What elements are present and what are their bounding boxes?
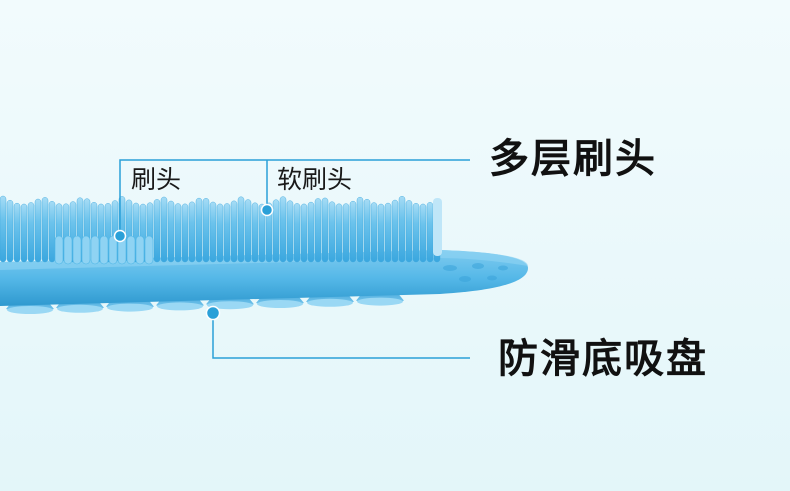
bristle xyxy=(237,196,245,263)
short-bristle xyxy=(81,235,91,265)
suction-cup-rim xyxy=(257,300,303,308)
short-bristle xyxy=(90,235,100,265)
bristle xyxy=(356,196,364,263)
bristle xyxy=(377,203,385,263)
bristle xyxy=(153,199,161,263)
rim-nubs xyxy=(443,263,508,282)
bristle xyxy=(286,200,294,263)
short-bristle xyxy=(54,235,64,265)
bristle xyxy=(216,203,224,263)
suction-cup-rim xyxy=(7,306,53,314)
short-bristle xyxy=(108,235,118,265)
bristle xyxy=(363,198,371,263)
short-bristle xyxy=(72,235,82,265)
short-bristle xyxy=(63,235,73,265)
bristle xyxy=(405,200,413,263)
bristle xyxy=(384,202,392,263)
bristle xyxy=(412,203,420,263)
short-bristle xyxy=(135,235,145,265)
callout-lines xyxy=(119,159,470,359)
bristle xyxy=(342,203,350,263)
bristle xyxy=(188,201,196,263)
bristle xyxy=(279,196,287,263)
bristle xyxy=(230,200,238,263)
suction-cup-rim xyxy=(107,303,153,312)
bristle xyxy=(419,203,427,263)
bristle xyxy=(335,203,343,263)
short-bristle xyxy=(144,235,154,265)
bristle xyxy=(370,202,378,263)
multi-layer-brush-head-title: 多层刷头 xyxy=(489,136,657,182)
bristle xyxy=(328,201,336,263)
bristle xyxy=(167,200,175,263)
bristle xyxy=(223,203,231,263)
bristle xyxy=(321,197,329,263)
bristle xyxy=(6,199,14,263)
suction-cup-rim xyxy=(357,297,403,306)
bristle xyxy=(0,195,7,263)
bristle xyxy=(391,199,399,263)
short-bristle xyxy=(126,235,136,265)
bristle xyxy=(41,197,49,263)
bristle xyxy=(27,202,35,263)
anti-slip-suction-cup-title: 防滑底吸盘 xyxy=(498,336,708,382)
bristle xyxy=(209,201,217,263)
bristle xyxy=(160,196,168,263)
bristle xyxy=(293,203,301,263)
bristle xyxy=(433,198,442,256)
bristle xyxy=(272,199,280,263)
bristle xyxy=(48,201,56,263)
callout-dots xyxy=(113,203,274,321)
suction-cup-rim xyxy=(157,302,203,311)
suction-cup-rim xyxy=(207,301,253,310)
bristle xyxy=(20,203,28,263)
suction-cup-rim xyxy=(307,298,353,307)
brush-head-label: 刷头 xyxy=(131,165,182,194)
bristle xyxy=(13,202,21,263)
bristle xyxy=(426,202,434,263)
bristle xyxy=(300,203,308,263)
bristle xyxy=(244,199,252,263)
bristle xyxy=(349,200,357,263)
bristle xyxy=(314,198,322,263)
bristle xyxy=(174,203,182,263)
short-brush-bristles xyxy=(54,235,154,265)
suction-cup-rim xyxy=(57,304,103,313)
bristle xyxy=(202,198,210,263)
bristle xyxy=(258,203,266,263)
short-bristle xyxy=(99,235,109,265)
bristle xyxy=(181,203,189,263)
soft-brush-head-label: 软刷头 xyxy=(277,165,353,194)
bristle xyxy=(195,197,203,263)
bristle xyxy=(251,202,259,263)
bristle xyxy=(265,202,273,263)
bristle xyxy=(34,198,42,263)
bristle xyxy=(307,201,315,263)
bristle xyxy=(398,195,406,263)
